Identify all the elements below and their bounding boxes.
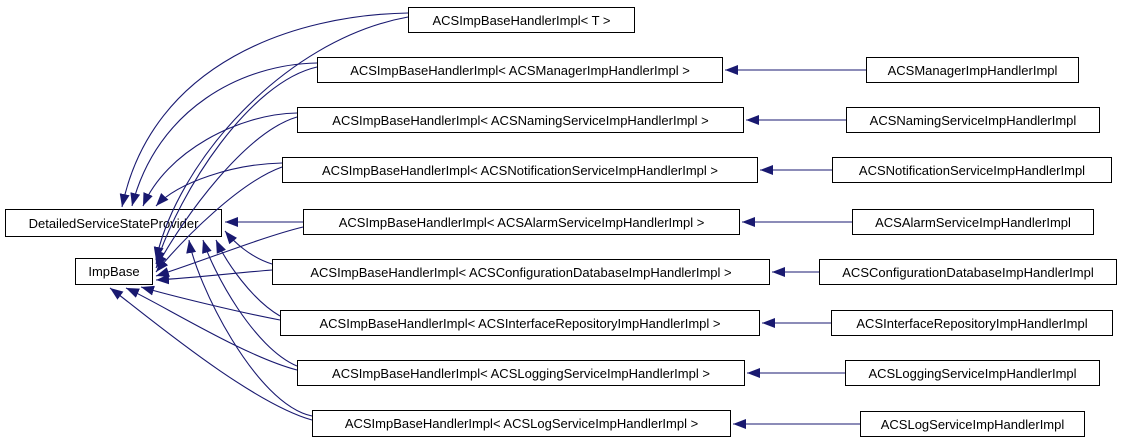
class-node-detailed-service-state-provider[interactable]: DetailedServiceStateProvider (5, 209, 222, 237)
class-node-acsconfigurationdatabaseimphandlerimpl[interactable]: ACSConfigurationDatabaseImpHandlerImpl (819, 259, 1117, 285)
class-node-acsloggingserviceimphandlerimpl[interactable]: ACSLoggingServiceImpHandlerImpl (845, 360, 1100, 386)
class-node-acsalarmserviceimphandlerimpl[interactable]: ACSAlarmServiceImpHandlerImpl (852, 209, 1094, 235)
class-node-acsimpbasehandlerimpl-configurationdatabase[interactable]: ACSImpBaseHandlerImpl< ACSConfigurationD… (272, 259, 770, 285)
class-node-acsmanagerimphandlerimpl[interactable]: ACSManagerImpHandlerImpl (866, 57, 1079, 83)
inheritance-edge-mid_notification-to-dssp (155, 162, 283, 207)
inheritance-edge-mid_manager-to-dssp (130, 62, 318, 207)
inheritance-edge-mid_irepo-to-impbase (140, 285, 281, 321)
inheritance-edge-mid_configdb-to-impbase (155, 269, 273, 285)
class-node-acsimpbasehandlerimpl-notificationservice[interactable]: ACSImpBaseHandlerImpl< ACSNotificationSe… (282, 157, 758, 183)
inheritance-edge-mid_naming-to-dssp (142, 112, 298, 207)
class-node-acsimpbasehandlerimpl-t[interactable]: ACSImpBaseHandlerImpl< T > (408, 7, 635, 33)
inheritance-edge-mid_naming-to-impbase (155, 116, 298, 269)
class-node-acsimpbasehandlerimpl-manager[interactable]: ACSImpBaseHandlerImpl< ACSManagerImpHand… (317, 57, 723, 83)
class-node-acslogserviceimphandlerimpl[interactable]: ACSLogServiceImpHandlerImpl (860, 411, 1085, 437)
class-node-impbase[interactable]: ImpBase (75, 258, 153, 285)
class-node-acsnotificationserviceimphandlerimpl[interactable]: ACSNotificationServiceImpHandlerImpl (832, 157, 1112, 183)
class-node-acsimpbasehandlerimpl-namingservice[interactable]: ACSImpBaseHandlerImpl< ACSNamingServiceI… (297, 107, 744, 133)
class-node-acsimpbasehandlerimpl-alarmservice[interactable]: ACSImpBaseHandlerImpl< ACSAlarmServiceIm… (303, 209, 740, 235)
class-node-acsimpbasehandlerimpl-interfacerepository[interactable]: ACSImpBaseHandlerImpl< ACSInterfaceRepos… (280, 310, 760, 336)
inheritance-edge-mid_irepo-to-dssp (215, 239, 281, 317)
class-node-acsimpbasehandlerimpl-loggingservice[interactable]: ACSImpBaseHandlerImpl< ACSLoggingService… (297, 360, 745, 386)
class-node-acsinterfacerepositoryimphandlerimpl[interactable]: ACSInterfaceRepositoryImpHandlerImpl (831, 310, 1113, 336)
inheritance-edge-mid_configdb-to-dssp (224, 230, 273, 265)
class-node-acsnamingserviceimphandlerimpl[interactable]: ACSNamingServiceImpHandlerImpl (846, 107, 1100, 133)
inheritance-edge-mid_logging-to-impbase (125, 287, 298, 371)
class-node-acsimpbasehandlerimpl-logservice[interactable]: ACSImpBaseHandlerImpl< ACSLogServiceImpH… (312, 410, 731, 437)
inheritance-edge-mid_logservice-to-impbase (109, 287, 313, 421)
